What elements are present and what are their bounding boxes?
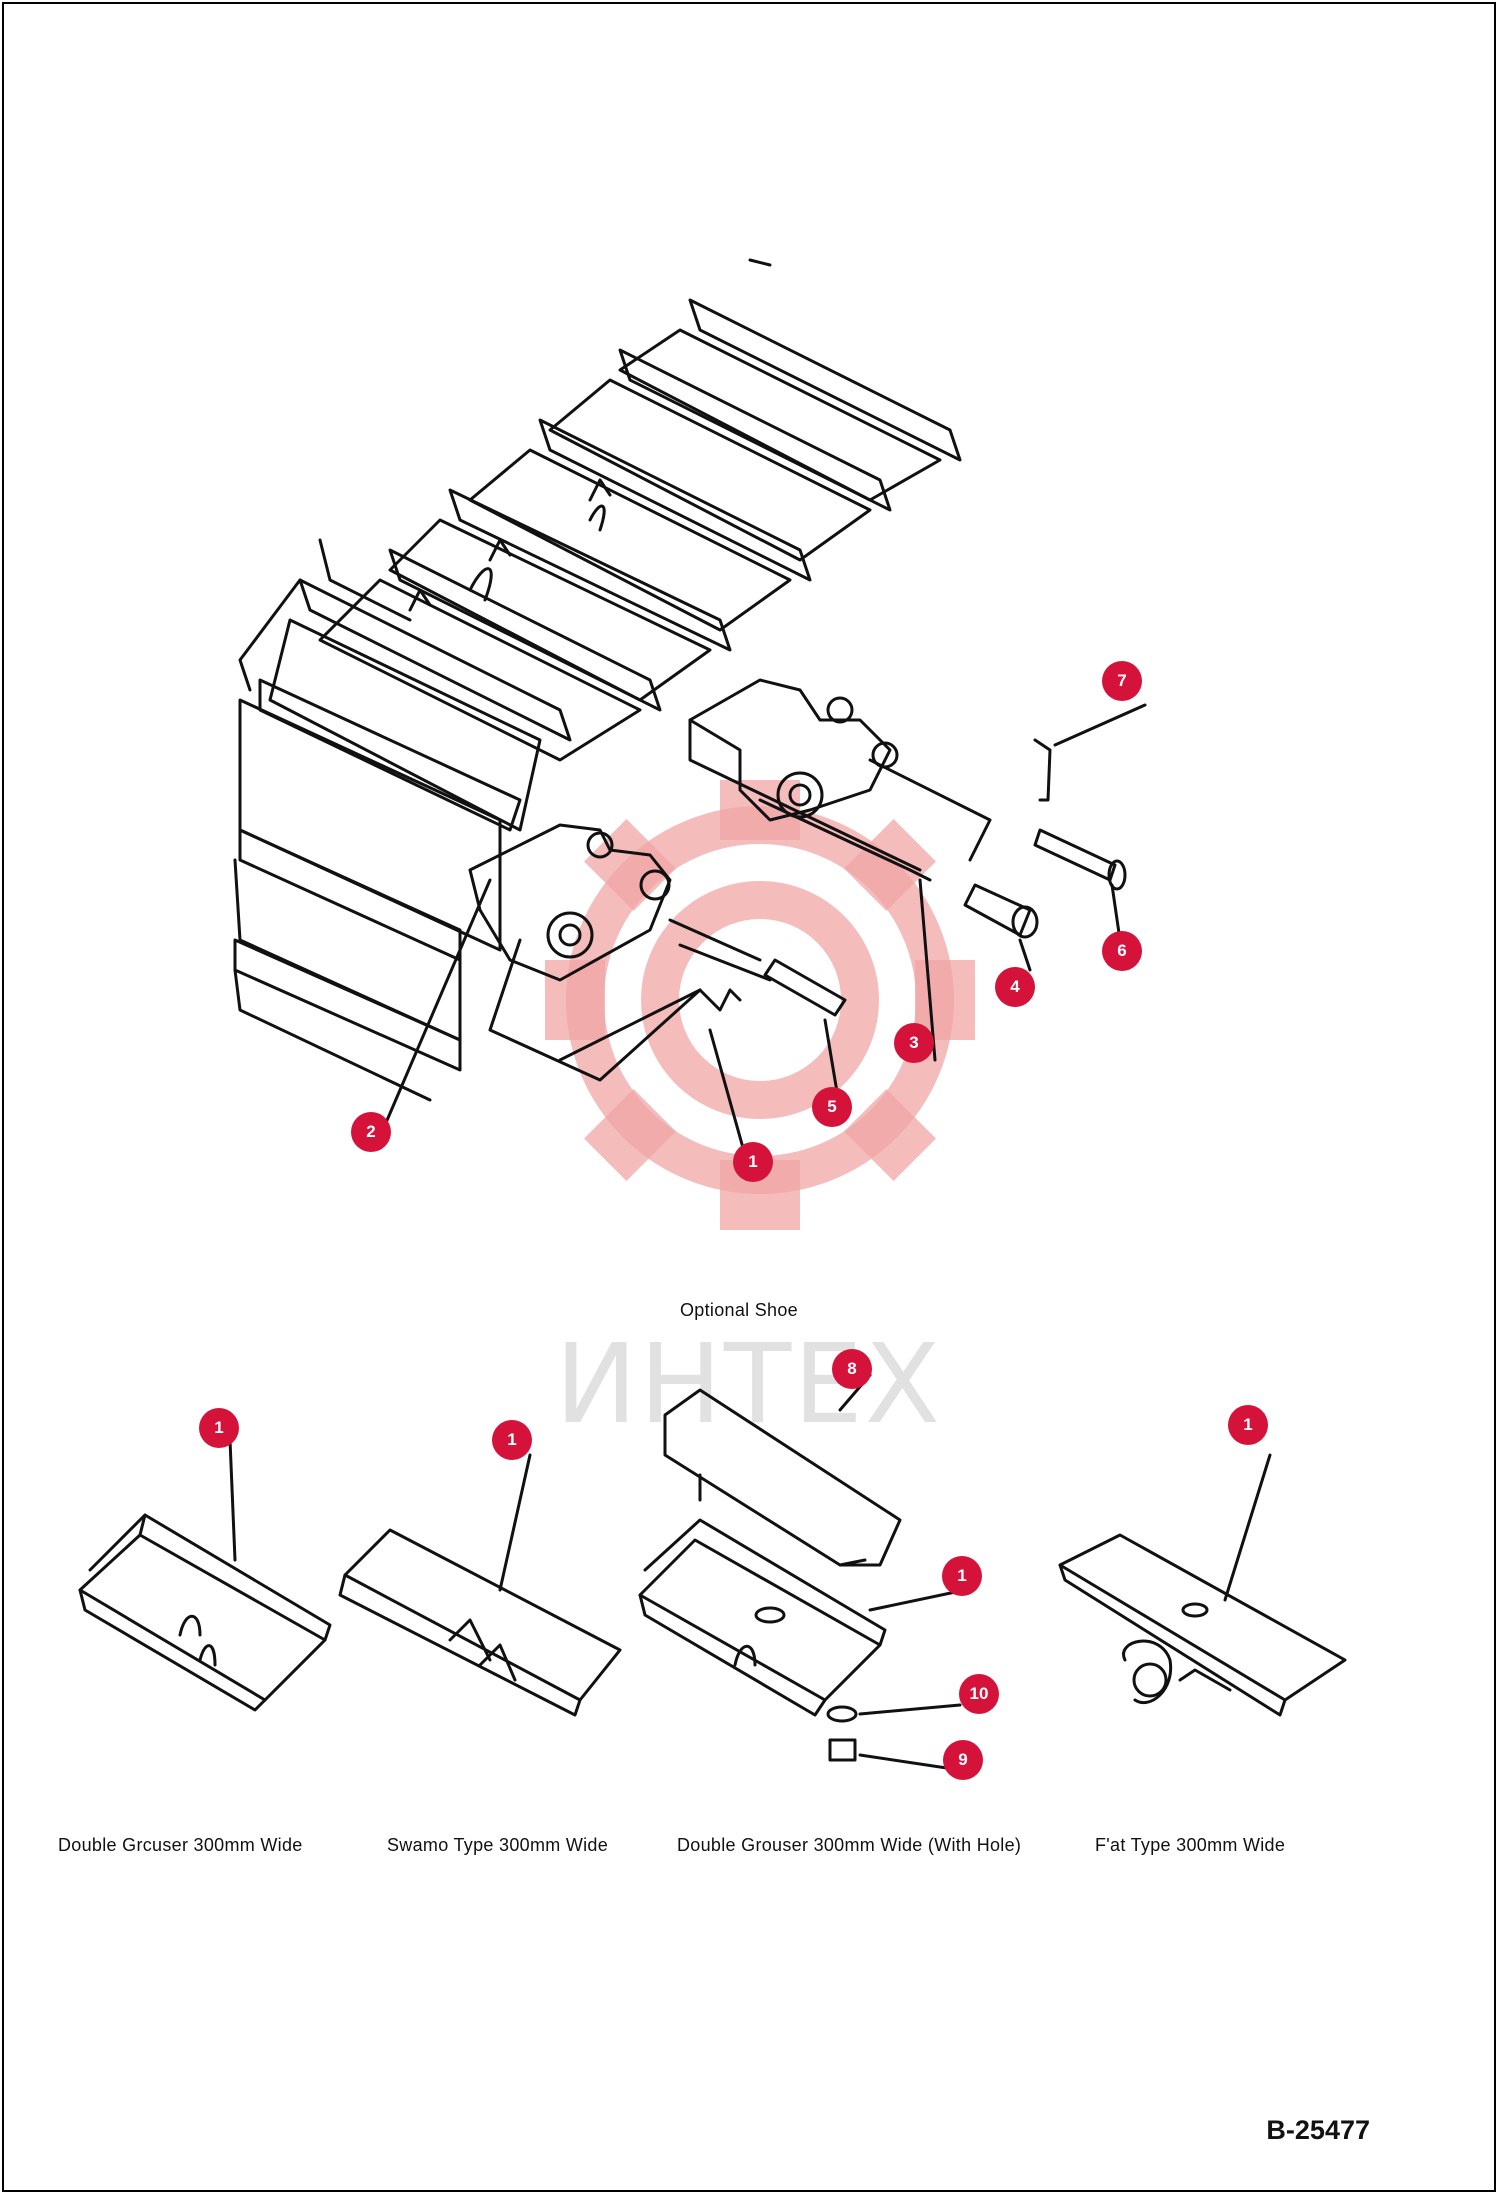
callout-part-7: 7 <box>1102 661 1142 701</box>
callout-part-10: 10 <box>959 1674 999 1714</box>
caption-double-grouser-with-hole: Double Grouser 300mm Wide (With Hole) <box>677 1835 1022 1855</box>
master-pin-part-6 <box>1033 828 1127 891</box>
callout-part-1-shoe-c: 1 <box>942 1556 982 1596</box>
callout-part-8: 8 <box>832 1349 872 1389</box>
link-assembly-right <box>688 678 992 882</box>
pin-part-5 <box>763 958 847 1017</box>
callout-part-4: 4 <box>995 967 1035 1007</box>
callout-part-1-shoe-a: 1 <box>199 1408 239 1448</box>
shoe-double-grouser-with-hole <box>638 1373 967 1772</box>
callout-part-6: 6 <box>1102 931 1142 971</box>
callout-part-9: 9 <box>943 1740 983 1780</box>
caption-swamp-type: Swamo Type 300mm Wide <box>387 1835 609 1855</box>
caption-flat-type: F'at Type 300mm Wide <box>1095 1835 1286 1855</box>
shoe-flat-type <box>1058 1453 1347 1717</box>
callout-part-5: 5 <box>812 1087 852 1127</box>
callout-part-2: 2 <box>351 1112 391 1152</box>
bushing-part-4 <box>963 883 1039 939</box>
drawing-number: B-25477 <box>1266 2115 1370 2145</box>
cotter-pin-part-7 <box>1033 738 1052 802</box>
track-chain-assembly <box>233 258 962 1102</box>
shoe-swamp-type <box>338 1453 622 1717</box>
callout-part-1-shoe-d: 1 <box>1228 1405 1268 1445</box>
caption-double-grouser: Double Grcuser 300mm Wide <box>58 1835 303 1855</box>
link-assembly-left <box>468 823 772 1082</box>
callout-part-1-shoe-b: 1 <box>492 1420 532 1460</box>
shoe-double-grouser <box>78 1438 332 1712</box>
watermark-text: ИНТЕХ <box>555 1320 943 1448</box>
callout-part-3: 3 <box>894 1023 934 1063</box>
caption-optional-shoe: Optional Shoe <box>680 1300 798 1320</box>
callout-part-1: 1 <box>733 1142 773 1182</box>
